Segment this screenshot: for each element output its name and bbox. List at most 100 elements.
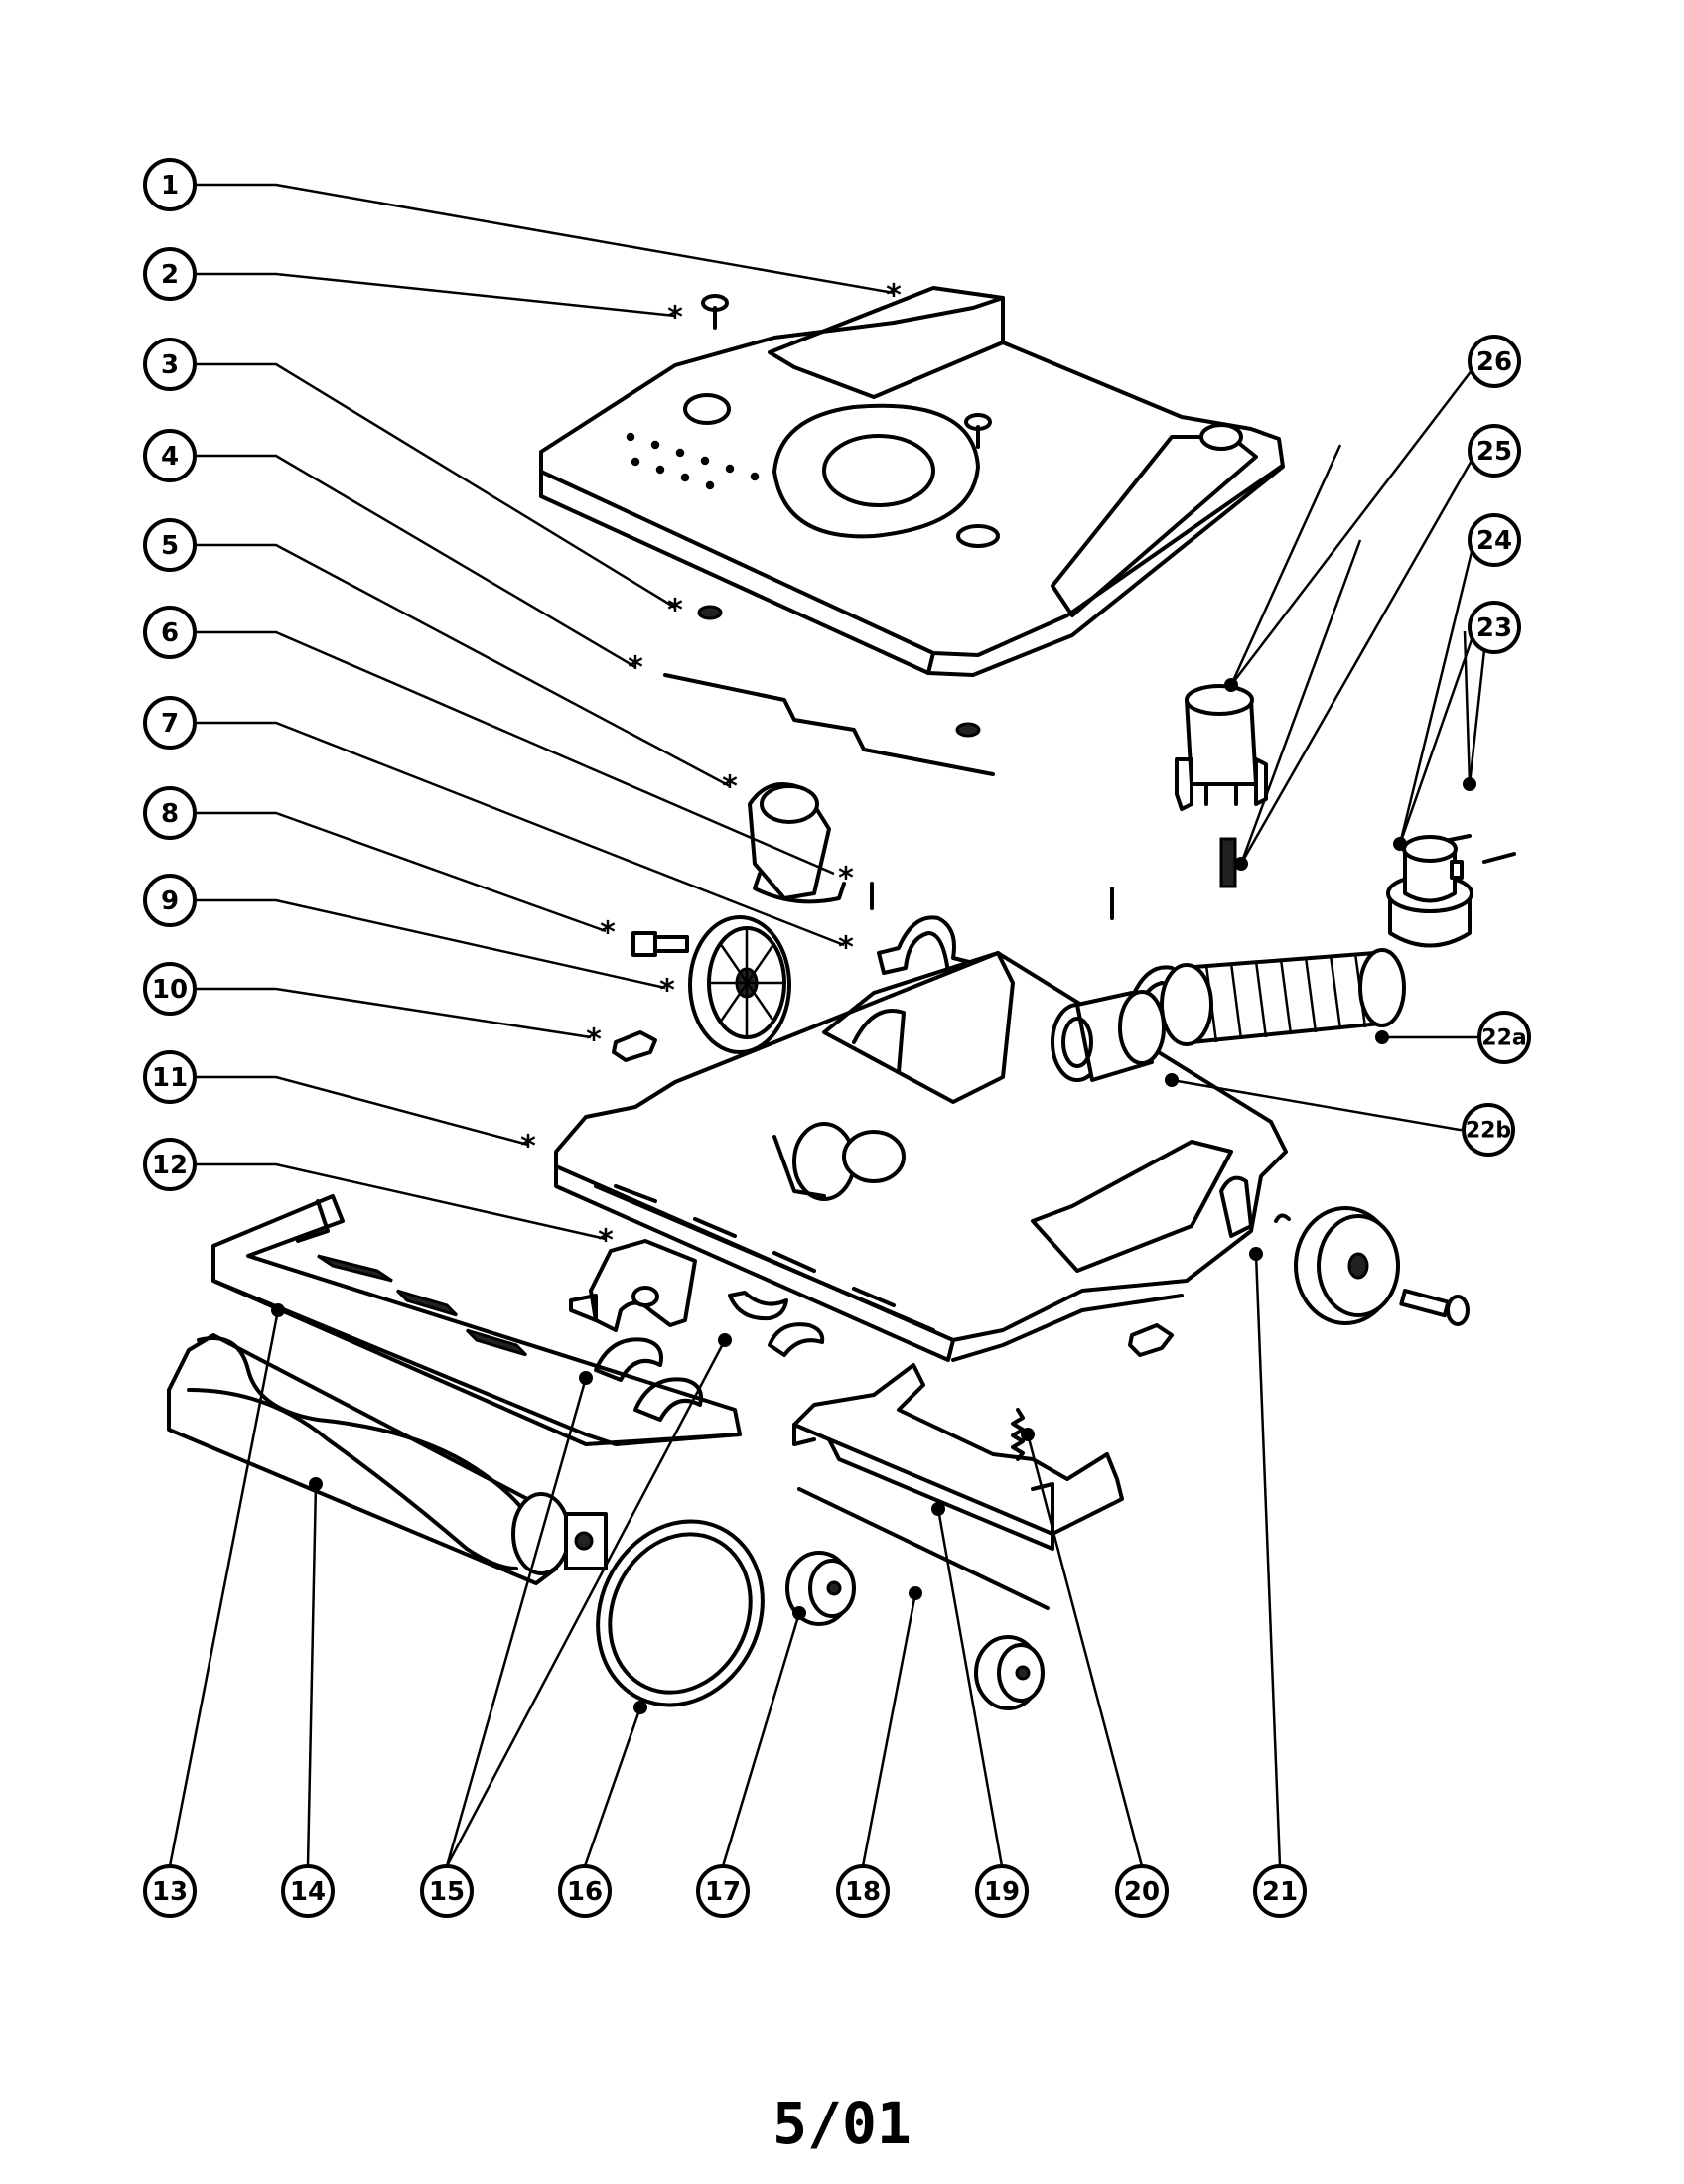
washer-3 — [697, 605, 723, 620]
hood-cover — [539, 286, 1285, 677]
clip-small — [1128, 1323, 1174, 1357]
callout-17: 17 — [696, 1864, 750, 1918]
svg-text:2: 2 — [161, 260, 179, 290]
svg-text:14: 14 — [290, 1877, 326, 1907]
svg-text:16: 16 — [567, 1877, 603, 1907]
callout-20: 20 — [1115, 1864, 1169, 1918]
washer-3b — [955, 722, 981, 738]
svg-text:17: 17 — [705, 1877, 741, 1907]
svg-text:15: 15 — [429, 1877, 465, 1907]
svg-text:1: 1 — [161, 171, 179, 201]
screw-hood — [964, 413, 992, 449]
callout-6: 6 — [143, 606, 197, 659]
axle-pin-8 — [632, 931, 689, 957]
callout-14: 14 — [281, 1864, 335, 1918]
svg-text:12: 12 — [152, 1151, 188, 1180]
gear-17 — [785, 1551, 856, 1626]
front-wheel-21 — [1274, 1206, 1400, 1325]
callout-9: 9 — [143, 874, 197, 927]
svg-text:25: 25 — [1476, 437, 1512, 467]
svg-text:3: 3 — [161, 350, 179, 380]
marker-8: * — [600, 916, 616, 951]
callout-1: 1 — [143, 158, 197, 211]
callout-8: 8 — [143, 786, 197, 840]
wire-rod-4 — [663, 673, 995, 776]
callout-22b: 22b — [1462, 1103, 1515, 1157]
gear-17b — [974, 1635, 1045, 1710]
lever-assembly-19 — [792, 1363, 1124, 1551]
svg-text:13: 13 — [152, 1877, 188, 1907]
leader-dots — [271, 678, 1476, 1714]
marker-6: * — [838, 862, 854, 896]
marker-5: * — [722, 770, 738, 805]
svg-text:8: 8 — [161, 799, 179, 829]
svg-text:21: 21 — [1262, 1877, 1298, 1907]
svg-text:24: 24 — [1476, 526, 1512, 556]
callout-19: 19 — [975, 1864, 1029, 1918]
callout-25: 25 — [1468, 424, 1521, 478]
callout-23: 23 — [1468, 601, 1521, 654]
marker-2: * — [667, 301, 683, 336]
svg-text:6: 6 — [161, 618, 179, 648]
marker-9: * — [659, 974, 675, 1009]
svg-text:11: 11 — [152, 1063, 188, 1093]
svg-text:19: 19 — [984, 1877, 1020, 1907]
svg-text:4: 4 — [161, 442, 179, 472]
svg-text:23: 23 — [1476, 614, 1512, 643]
svg-text:22a: 22a — [1481, 1026, 1526, 1051]
connector-24 — [1386, 835, 1474, 948]
leader-lines-right — [1230, 368, 1486, 865]
callout-11: 11 — [143, 1050, 197, 1104]
clip-10 — [612, 1030, 657, 1062]
marker-7: * — [838, 931, 854, 966]
marker-10: * — [586, 1024, 602, 1058]
callout-5: 5 — [143, 518, 197, 572]
svg-text:10: 10 — [152, 975, 188, 1005]
marker-1: * — [886, 279, 902, 314]
callout-21: 21 — [1253, 1864, 1307, 1918]
marker-3: * — [667, 594, 683, 628]
rear-wheel-9 — [688, 915, 791, 1054]
callout-15: 15 — [420, 1864, 474, 1918]
svg-text:18: 18 — [845, 1877, 881, 1907]
leader-lines — [168, 183, 1479, 1867]
callout-13: 13 — [143, 1864, 197, 1918]
spring-20 — [1011, 1408, 1025, 1461]
callout-16: 16 — [558, 1864, 612, 1918]
belt-16 — [596, 1519, 765, 1707]
svg-text:22b: 22b — [1466, 1119, 1511, 1144]
asterisk-markers: * * * * * * * * * * * * — [520, 279, 902, 1259]
callout-7: 7 — [143, 696, 197, 750]
svg-text:7: 7 — [161, 709, 179, 739]
coupling-22b — [1051, 990, 1166, 1082]
svg-text:5: 5 — [161, 531, 179, 561]
callout-2: 2 — [143, 247, 197, 301]
callouts: 1 2 3 4 5 6 7 8 9 10 11 12 13 14 15 16 1… — [143, 158, 1531, 1918]
bumper-13 — [211, 1194, 742, 1446]
marker-12: * — [598, 1224, 614, 1259]
bracket-12 — [569, 1239, 697, 1332]
duct-5 — [748, 782, 846, 904]
callout-3: 3 — [143, 338, 197, 391]
svg-text:9: 9 — [161, 887, 179, 916]
callout-4: 4 — [143, 429, 197, 482]
rod-18 — [797, 1487, 1050, 1610]
marker-11: * — [520, 1130, 536, 1164]
callout-24: 24 — [1468, 513, 1521, 567]
callout-22a: 22a — [1477, 1011, 1531, 1064]
brush-roll-14 — [167, 1333, 608, 1585]
marker-4: * — [628, 651, 643, 686]
spring-25 — [1219, 837, 1237, 888]
date-code: 5/01 — [772, 2090, 912, 2157]
svg-text:26: 26 — [1476, 347, 1512, 377]
screw-2 — [701, 294, 729, 330]
svg-text:20: 20 — [1124, 1877, 1160, 1907]
callout-12: 12 — [143, 1138, 197, 1191]
callout-26: 26 — [1468, 335, 1521, 388]
switch-26 — [1175, 684, 1268, 811]
callout-18: 18 — [836, 1864, 890, 1918]
wheel-bolt — [1399, 1289, 1470, 1326]
callout-10: 10 — [143, 962, 197, 1016]
hose-22a — [1160, 948, 1406, 1046]
